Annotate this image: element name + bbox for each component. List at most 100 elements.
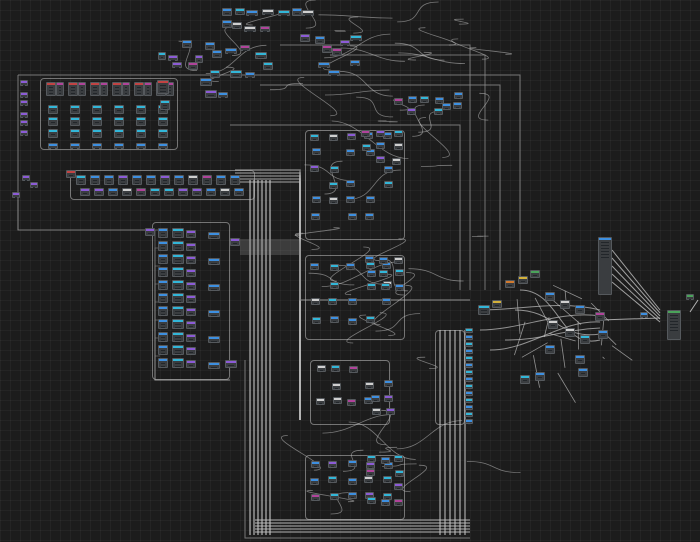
combiner-node[interactable] [548,320,558,329]
column-body-node[interactable] [92,129,102,138]
block-node[interactable] [328,298,337,305]
top-chain-node[interactable] [350,60,360,66]
block-node[interactable] [408,96,417,103]
block-node[interactable] [348,478,357,485]
top-chain-node[interactable] [332,48,342,56]
row-bank-node[interactable] [108,188,118,196]
top-chain-node[interactable] [200,78,212,86]
column-footer-node[interactable] [48,143,58,149]
merge-node[interactable] [518,276,528,284]
block-node[interactable] [329,197,338,204]
block-node[interactable] [371,395,380,402]
top-chain-node[interactable] [210,70,220,78]
stack-node[interactable] [186,334,196,342]
column-header-node[interactable] [78,82,86,96]
row-bank-node[interactable] [146,175,156,185]
top-chain-node[interactable] [262,9,274,15]
merge-node[interactable] [465,370,473,376]
block-node[interactable] [365,256,374,263]
column-header-node[interactable] [157,80,169,94]
block-node[interactable] [394,98,403,105]
column-footer-node[interactable] [114,143,124,149]
stack-node[interactable] [158,267,168,277]
merge-node[interactable] [492,300,502,308]
top-chain-node[interactable] [172,62,182,68]
output-node[interactable] [686,294,694,300]
stack-node[interactable] [172,241,184,251]
left-input-node[interactable] [20,100,28,106]
row-bank-node[interactable] [160,175,170,185]
stack-node[interactable] [208,362,220,369]
merge-node[interactable] [465,384,473,390]
row-bank-node[interactable] [178,188,188,196]
block-node[interactable] [311,298,320,305]
row-bank-node[interactable] [104,175,114,185]
stack-node[interactable] [230,238,240,246]
block-node[interactable] [349,366,358,373]
top-chain-node[interactable] [322,45,332,53]
top-chain-node[interactable] [158,52,166,60]
stack-node[interactable] [208,336,220,343]
column-footer-node[interactable] [70,143,80,149]
merge-node[interactable] [465,398,473,404]
stack-node[interactable] [172,358,184,368]
block-node[interactable] [384,395,393,402]
top-chain-node[interactable] [315,36,325,44]
block-node[interactable] [347,133,356,140]
combiner-node[interactable] [575,355,585,364]
row-bank-node[interactable] [150,188,160,196]
block-node[interactable] [381,457,390,464]
merge-node[interactable] [465,328,473,334]
row-bank-node[interactable] [220,188,230,196]
column-body-node[interactable] [70,129,80,138]
combiner-node[interactable] [575,305,585,314]
block-node[interactable] [348,460,357,467]
block-node[interactable] [395,269,404,276]
block-node[interactable] [330,316,339,323]
block-node[interactable] [407,108,416,115]
merge-node[interactable] [465,342,473,348]
stack-node[interactable] [172,293,184,303]
column-body-node[interactable] [114,105,124,114]
column-body-node[interactable] [114,117,124,126]
block-node[interactable] [364,476,373,483]
combiner-node[interactable] [595,312,605,321]
top-chain-node[interactable] [222,20,232,28]
left-input-node[interactable] [20,80,28,86]
stack-node[interactable] [158,345,168,355]
block-node[interactable] [361,130,370,137]
stack-node[interactable] [225,360,237,368]
merge-node[interactable] [465,356,473,362]
row-bank-node[interactable] [76,175,86,185]
top-chain-node[interactable] [235,8,245,15]
stack-node[interactable] [186,269,196,277]
top-chain-node[interactable] [168,55,178,61]
stack-node[interactable] [208,232,220,239]
stack-node[interactable] [172,280,184,290]
block-node[interactable] [366,196,375,203]
stack-node[interactable] [158,332,168,342]
merge-node[interactable] [465,377,473,383]
stack-node[interactable] [172,267,184,277]
block-node[interactable] [420,96,429,103]
stack-node[interactable] [186,256,196,264]
top-chain-node[interactable] [255,52,267,59]
row-bank-node[interactable] [66,170,76,178]
block-node[interactable] [310,263,319,270]
combiner-node[interactable] [580,335,590,344]
top-chain-node[interactable] [278,10,290,16]
block-node[interactable] [376,156,385,163]
merge-node[interactable] [478,305,490,315]
block-node[interactable] [310,478,319,485]
top-chain-node[interactable] [205,90,217,98]
merge-node[interactable] [465,391,473,397]
column-header-node[interactable] [100,82,108,96]
block-node[interactable] [386,408,395,415]
block-node[interactable] [333,397,342,404]
merge-node[interactable] [505,280,515,288]
column-header-node[interactable] [112,82,122,96]
top-chain-node[interactable] [218,92,228,98]
stack-node[interactable] [186,347,196,355]
stack-node[interactable] [186,295,196,303]
top-chain-node[interactable] [318,62,330,68]
